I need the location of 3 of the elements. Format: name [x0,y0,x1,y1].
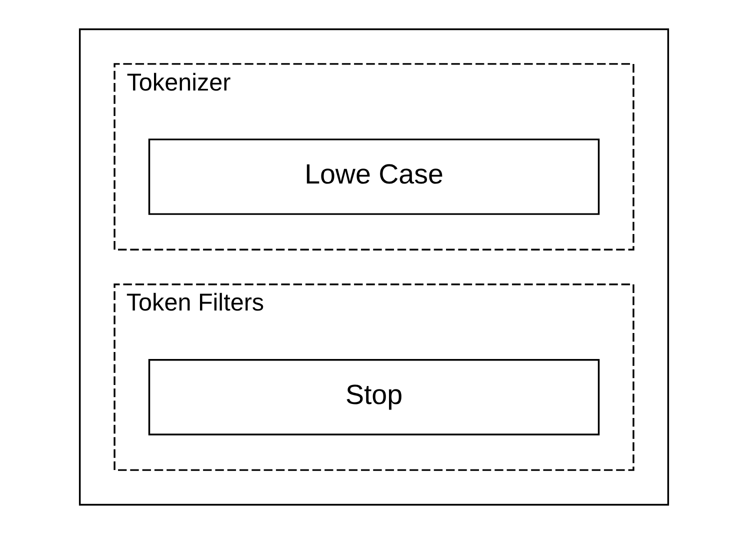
node-box: Stop [148,358,600,436]
cluster [78,28,669,506]
node-box: Lowe Case [148,138,600,215]
